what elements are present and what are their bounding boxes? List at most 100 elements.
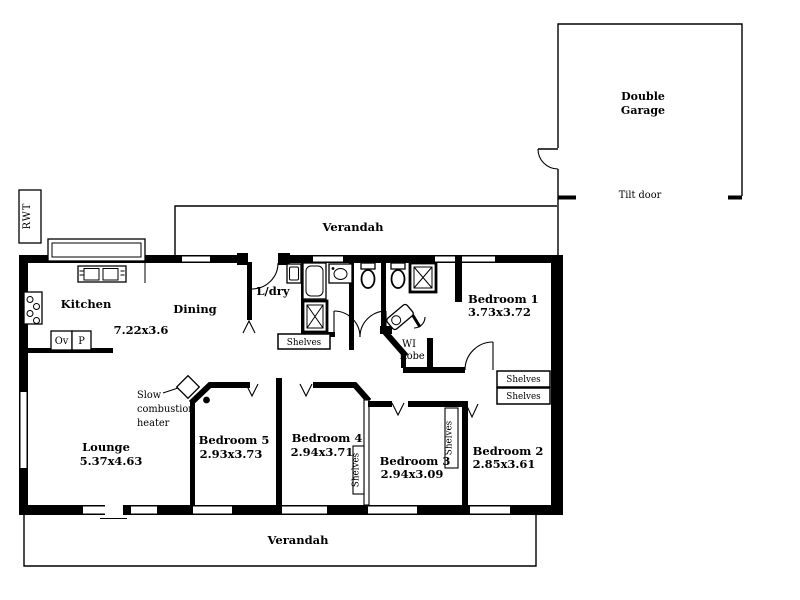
label-heater-line3: heater xyxy=(137,418,170,429)
toilet1-cistern xyxy=(360,262,376,270)
cooktop-burner xyxy=(26,310,34,317)
wall-bed4-top xyxy=(313,382,356,388)
wall-bed5-top xyxy=(209,382,250,388)
hall-door-mark xyxy=(242,319,256,334)
bed1-door-arc xyxy=(464,341,494,371)
wir-basin xyxy=(386,303,414,331)
wall-bed5-left xyxy=(190,400,195,505)
door-jamb-right xyxy=(278,253,290,265)
label-laundry: L/dry xyxy=(256,284,289,298)
garage-label-line2: Garage xyxy=(621,104,665,117)
wall-left xyxy=(19,255,28,515)
wall-wc1-left xyxy=(349,262,354,350)
doors xyxy=(242,262,494,419)
label-bedroom1-dims: 3.73x3.72 xyxy=(468,305,531,319)
wall-bed3-bed2 xyxy=(462,401,468,505)
window-dining xyxy=(182,256,210,262)
tilt-door-label: Tilt door xyxy=(619,190,662,201)
window-bath xyxy=(313,256,343,262)
window-bed2 xyxy=(470,506,510,514)
vanity-tap xyxy=(331,267,335,270)
sink-bowl-left xyxy=(83,268,100,281)
kitchen-counter-inner xyxy=(51,242,142,258)
labels: Kitchen 7.22x3.6 Dining L/dry Lounge 5.3… xyxy=(55,284,544,487)
label-shelves-bed4: Shelves xyxy=(352,452,362,487)
label-bedroom4-dims: 2.94x3.71 xyxy=(291,445,354,459)
label-bedroom3: Bedroom 3 xyxy=(380,454,451,468)
label-kitchen-dims: 7.22x3.6 xyxy=(114,323,169,337)
label-bedroom2-dims: 2.85x3.61 xyxy=(473,457,536,471)
shelves-hall-box-bottom xyxy=(496,387,551,405)
bath-shower-x xyxy=(306,304,324,329)
ensuite-door-leaf xyxy=(410,313,422,328)
verandah-bottom: Verandah xyxy=(23,515,537,567)
ensuite-shower-x xyxy=(413,266,433,289)
wall-top xyxy=(20,255,563,263)
label-shelves-hall-bottom: Shelves xyxy=(506,392,541,402)
shelves-bed4-strip xyxy=(352,445,365,495)
window-bed4 xyxy=(282,506,327,514)
label-wir-line2: Robe xyxy=(399,351,425,362)
window-lounge-left xyxy=(20,392,27,468)
bath-door-arc xyxy=(333,310,361,338)
kitchen-counter xyxy=(47,238,146,262)
label-oven: Ov xyxy=(55,336,69,347)
wall-bath-stub xyxy=(327,332,335,337)
heater-leader-line xyxy=(162,387,179,394)
wall-ensuite-right xyxy=(455,262,462,302)
wall-bed1-bottom xyxy=(403,367,465,373)
sink-bowl-right xyxy=(102,268,119,281)
shelves-bed3-strip xyxy=(444,407,459,469)
wall-bed4-diagonal xyxy=(351,382,372,403)
label-lounge: Lounge xyxy=(82,440,130,454)
label-bedroom3-dims: 2.94x3.09 xyxy=(381,467,444,481)
label-bedroom5-dims: 2.93x3.73 xyxy=(200,447,263,461)
label-shelves-hall-top: Shelves xyxy=(506,375,541,385)
toilet2-cistern xyxy=(390,262,406,270)
fixtures xyxy=(23,238,551,495)
door-jamb-left xyxy=(237,253,248,265)
bed5-door-mark xyxy=(245,383,259,398)
window-bed1-a xyxy=(435,256,455,262)
lounge-door-gap xyxy=(105,504,123,516)
shelves-hall-box-top xyxy=(496,370,551,388)
wir-basin-bowl xyxy=(391,315,402,326)
sink-taps xyxy=(79,270,125,276)
label-dining: Dining xyxy=(173,302,216,316)
label-heater-line2: combustion xyxy=(137,404,195,415)
label-lounge-dims: 5.37x4.63 xyxy=(80,454,143,468)
wall-wir-corner xyxy=(401,356,406,368)
window-bed5 xyxy=(193,506,232,514)
window-lounge-b xyxy=(131,506,157,514)
label-pantry: P xyxy=(78,336,85,347)
rwt-box xyxy=(18,189,42,244)
pantry-box xyxy=(71,330,92,351)
label-bedroom4: Bedroom 4 xyxy=(292,431,363,445)
verandah-top-label: Verandah xyxy=(322,220,385,234)
vanity xyxy=(328,263,353,284)
label-kitchen: Kitchen xyxy=(61,297,112,311)
label-bedroom5: Bedroom 5 xyxy=(199,433,270,447)
wall-bed4-left xyxy=(276,378,282,505)
label-shelves-bed3: Shelves xyxy=(445,420,455,455)
garage-door-arc xyxy=(537,148,559,170)
bathtub-inner xyxy=(305,265,324,297)
bed2-door-mark xyxy=(465,403,479,419)
garage-label-line1: Double xyxy=(621,90,665,103)
laundry-door-gap xyxy=(248,254,278,264)
ensuite-door-arc xyxy=(413,316,426,329)
window-bed3 xyxy=(368,506,417,514)
vanity-basin xyxy=(333,268,348,280)
verandah-bottom-label: Verandah xyxy=(267,533,330,547)
wall-bed4-bed3 xyxy=(363,399,370,506)
toilet2-bowl xyxy=(390,269,406,289)
wall-bed5-diagonal xyxy=(188,381,214,406)
bath-shower-inner xyxy=(306,304,324,329)
laundry-trough-inner xyxy=(289,266,299,281)
laundry-trough xyxy=(286,263,302,284)
wc-door-arc xyxy=(359,310,387,338)
window-bed1-b xyxy=(462,256,495,262)
label-shelves-bath: Shelves xyxy=(287,338,322,348)
ensuite-shower-inner xyxy=(413,266,433,289)
window-lounge-a xyxy=(83,506,105,514)
